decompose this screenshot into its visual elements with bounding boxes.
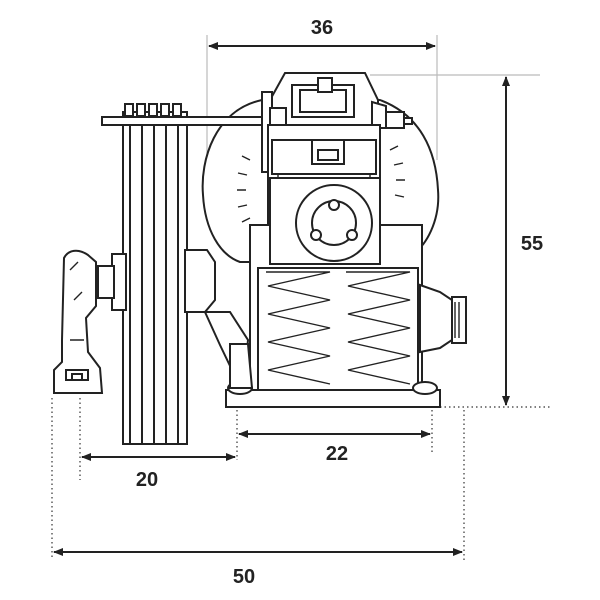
dimension-pulley-offset: 20 (81, 453, 236, 491)
mounting-bracket (53, 249, 104, 394)
dim-label-top-width: 36 (311, 17, 333, 39)
crankcase-neck (184, 249, 216, 313)
dim-label-base-width: 22 (326, 443, 348, 465)
base-plate (225, 389, 441, 408)
extension-lines (51, 35, 550, 560)
dimension-overall-length: 50 (53, 548, 463, 588)
spring-housing (257, 267, 419, 391)
v-belt-pulley (122, 103, 188, 445)
machine (53, 72, 467, 445)
dim-label-pulley-offset: 20 (136, 469, 158, 491)
drive-shaft (101, 116, 273, 126)
spring-right (346, 271, 411, 385)
dimension-top-width: 36 (208, 17, 436, 50)
dimension-base-width: 22 (238, 430, 431, 465)
spring-left (266, 271, 331, 385)
dimension-height: 55 (502, 76, 543, 406)
dim-label-height: 55 (521, 233, 543, 255)
flywheel-ticks (237, 145, 405, 223)
outlet-port (419, 283, 453, 354)
dim-label-overall-length: 50 (233, 566, 255, 588)
